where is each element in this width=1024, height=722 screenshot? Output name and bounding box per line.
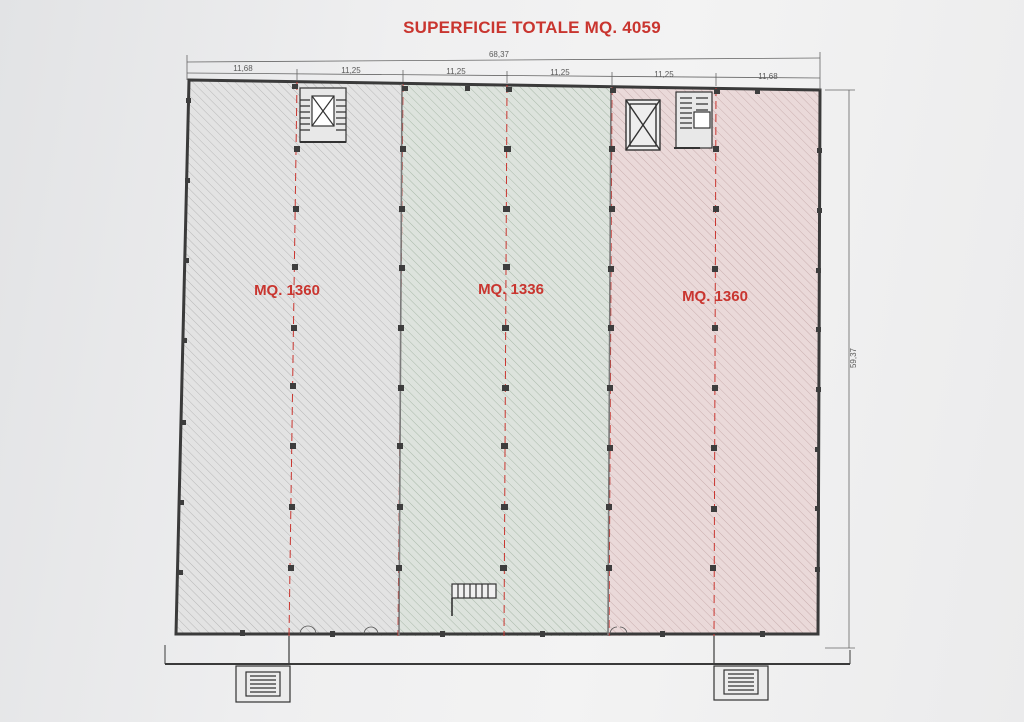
grid-line: [288, 81, 298, 637]
right-dimension: [825, 89, 855, 649]
staircase-icon: [235, 665, 291, 703]
staircase-icon: [451, 583, 497, 616]
bay-dimension: 11,25: [446, 67, 466, 76]
unit-left-hatch: [176, 80, 401, 636]
grid-line: [503, 84, 508, 637]
bay-dimension: 11,68: [233, 64, 253, 73]
grid-line: [608, 86, 613, 637]
bay-dimension: 11,25: [341, 66, 361, 75]
plan-title: SUPERFICIE TOTALE MQ. 4059: [403, 18, 661, 37]
unit-right-hatch: [609, 86, 820, 636]
overall-height-label: 59,37: [849, 347, 858, 368]
unit-divider: [398, 83, 403, 637]
unit-middle-area-label: MQ. 1336: [478, 281, 544, 298]
unit-divider: [607, 86, 612, 637]
staircase-icon: [674, 91, 713, 149]
staircase-icon: [713, 665, 769, 701]
door-swings: [299, 625, 628, 635]
unit-left-area-label: MQ. 1360: [254, 282, 320, 299]
overall-width-label: 68,37: [489, 50, 510, 59]
bay-dimension: 11,68: [758, 72, 778, 81]
external-walkway: [164, 636, 851, 665]
elevator-icon: [625, 99, 661, 151]
grid-line: [713, 87, 717, 637]
top-dimensions: [186, 52, 821, 90]
columns: [178, 84, 822, 637]
unit-right-area-label: MQ. 1360: [682, 288, 748, 305]
bay-dimension: 11,25: [550, 68, 570, 77]
outer-wall: [174, 78, 822, 636]
staircase-icon: [299, 87, 347, 143]
unit-areas: [176, 80, 820, 636]
bay-dimension: 11,25: [654, 70, 674, 79]
